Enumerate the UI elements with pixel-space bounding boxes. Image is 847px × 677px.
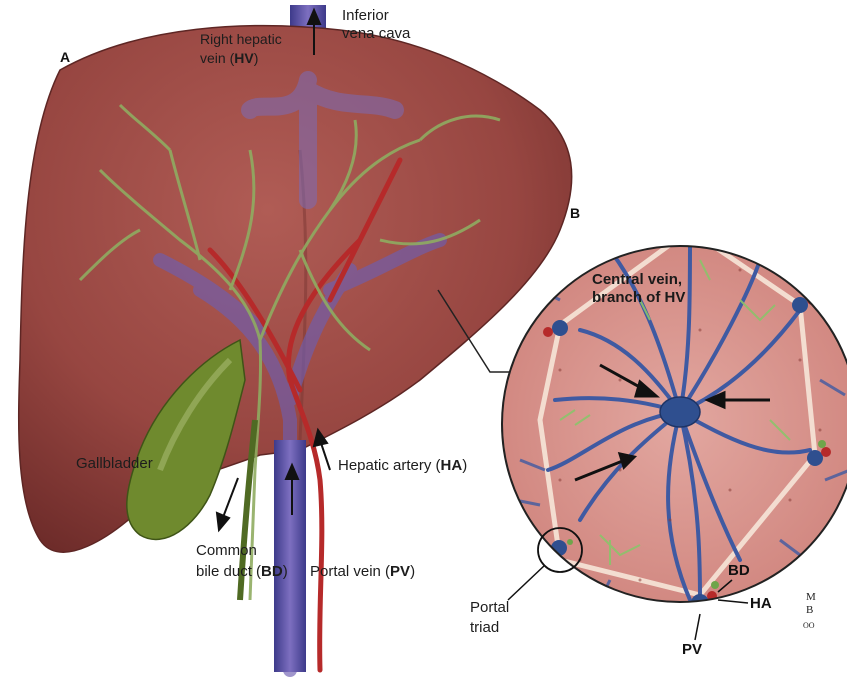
panel-b-label: B <box>570 205 580 221</box>
portal-triad-pointer <box>508 565 545 600</box>
rhv-label-line1: Right hepatic <box>200 31 282 47</box>
ivc-label-line1: Inferior <box>342 7 389 24</box>
hepatic-artery-label: Hepatic artery (HA) <box>338 457 467 474</box>
central-vein-label-line2: branch of HV <box>592 289 685 306</box>
portal-triad-label-line2: triad <box>470 619 499 636</box>
common-bile-duct-label-line2: bile duct (BD) <box>196 563 288 580</box>
inset-pv-label: PV <box>682 641 702 658</box>
svg-text:OO: OO <box>803 621 815 630</box>
artist-signature: M B OO <box>803 591 816 630</box>
gallbladder-label: Gallbladder <box>76 455 153 472</box>
svg-text:M: M <box>806 591 816 603</box>
portal-triad-label-line1: Portal <box>470 599 509 616</box>
central-vein <box>660 397 700 427</box>
ivc-label-line2: vena cava <box>342 25 411 42</box>
panel-a-label: A <box>60 49 70 65</box>
inset-bd-label: BD <box>728 562 750 579</box>
svg-text:B: B <box>806 604 813 616</box>
inset-ha-label: HA <box>750 595 772 612</box>
central-vein-label-line1: Central vein, <box>592 271 682 288</box>
liver-illustration <box>19 5 572 672</box>
rhv-label-line2: vein (HV) <box>200 50 258 66</box>
portal-vein-label: Portal vein (PV) <box>310 563 415 580</box>
common-bile-duct-label-line1: Common <box>196 542 257 559</box>
